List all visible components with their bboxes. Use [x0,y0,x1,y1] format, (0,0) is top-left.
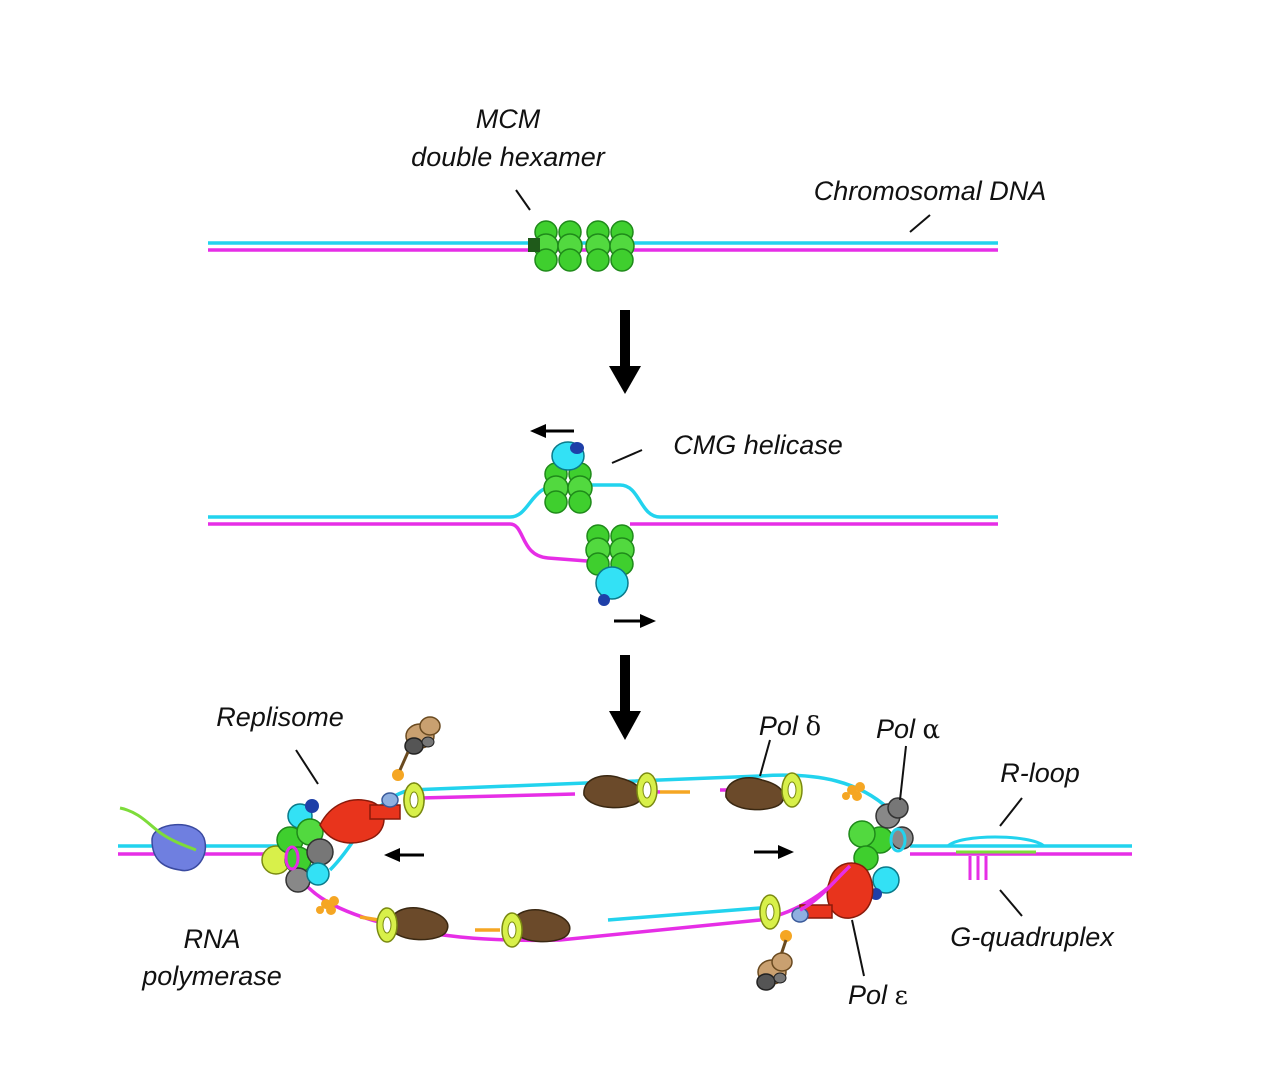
dna-lagging-strand-2 [208,522,601,564]
g-quadruplex-leader-line [999,889,1023,917]
mcm-label-line1: MCM [476,104,541,134]
mcm-label-line2: double hexamer [411,142,606,172]
rna-polymerase-label-line2: polymerase [141,961,282,991]
pcna-top-2 [781,772,803,808]
g-quadruplex [968,856,988,880]
mcm-double-hexamer [528,220,635,272]
pol-delta-leader-line [759,739,771,777]
rna-polymerase [119,806,207,872]
cmg-helicase-lower [585,524,635,606]
direction-arrow-right [614,614,656,628]
pol-alpha-label: Pol α [876,714,940,745]
ctf4-bottom [316,896,339,915]
pol-epsilon-leader-line [851,919,865,977]
step-arrow-2 [609,655,641,740]
stage-1-licensing: MCM double hexamer Chromosomal DNA [208,104,1047,272]
stage-3-replication-bubble: Replisome Pol δ Pol α Pol ε R-loop G-qua… [118,702,1132,1011]
stage-2-activation: CMG helicase [208,424,998,628]
pol-epsilon-label: Pol ε [848,980,908,1011]
bubble-bottom-cyan [394,906,761,934]
cmg-leader-line [611,449,643,464]
dna-leading-strand-2 [208,483,998,519]
pcna-top-1 [636,772,658,808]
fork-arrow-left [384,848,424,862]
rna-polymerase-label-line1: RNA [183,924,240,954]
replisome-left [261,716,441,893]
replisome-right [756,797,914,991]
primase-right [756,952,793,991]
pol-delta-top-2 [725,776,785,811]
r-loop-leader-line [999,797,1023,827]
fork-arrow-right [754,845,794,859]
g-quadruplex-label: G-quadruplex [950,922,1115,952]
pcna-bottom-2 [501,912,523,948]
r-loop [946,835,1045,854]
primase-left [404,716,441,755]
pol-delta-bottom-1 [389,906,449,941]
pcna-bottom-3 [759,894,781,930]
cmg-helicase-label: CMG helicase [673,430,843,460]
r-loop-label: R-loop [1000,758,1080,788]
cmg-helicase-upper [543,441,593,514]
step-arrow-1 [609,310,641,394]
direction-arrow-left [530,424,574,438]
pcna-bottom-1 [376,907,398,943]
replisome-leader-line [295,749,319,785]
pol-delta-label: Pol δ [759,711,821,742]
chromosomal-dna-label: Chromosomal DNA [814,176,1047,206]
replisome-label: Replisome [216,702,344,732]
pol-alpha-leader-line [899,745,907,801]
mcm-leader-line [515,189,531,211]
chromosomal-dna-leader-line [909,214,931,233]
